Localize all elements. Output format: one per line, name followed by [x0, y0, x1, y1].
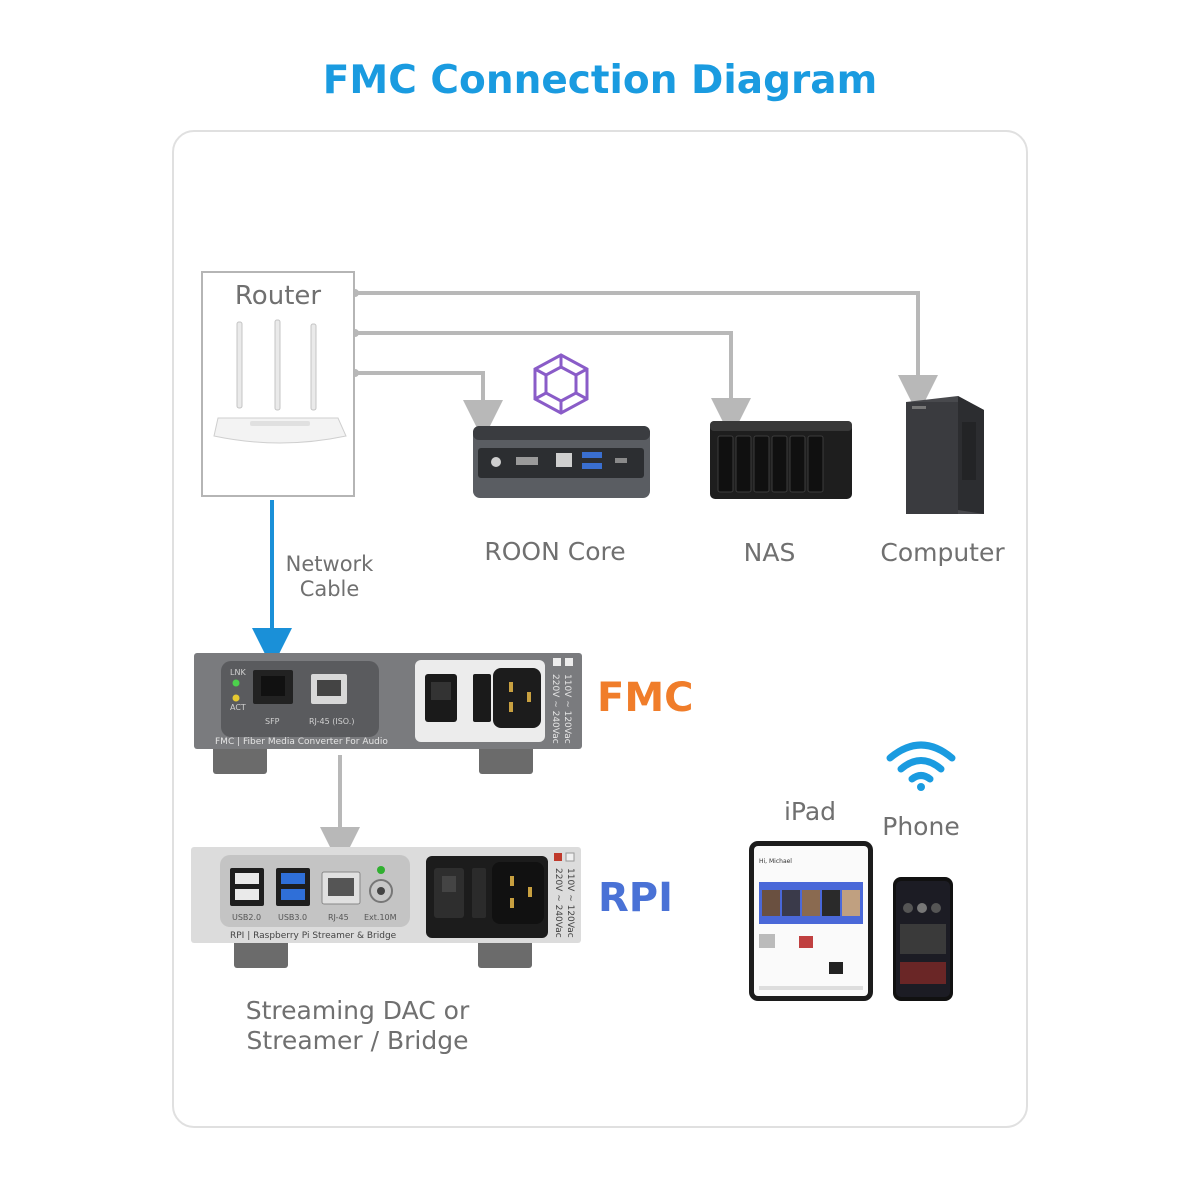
fmc-led-act: ACT [230, 703, 246, 712]
rpi-port-ext: Ext.10M [364, 913, 397, 922]
rpi-port-rj45: RJ-45 [328, 913, 349, 922]
router-to-computer-line [355, 291, 938, 415]
fmc-unit: LNK ACT SFP RJ-45 (ISO.) FMC | Fiber Med… [194, 653, 582, 774]
rpi-unit: USB2.0 USB3.0 RJ-45 Ext.10M RPI | Raspbe… [191, 847, 581, 968]
fmc-port-rj45: RJ-45 (ISO.) [309, 717, 354, 726]
network-cable-line2: Cable [299, 577, 360, 601]
phone-device [893, 877, 953, 1001]
fmc-voltage-2: 220V ~ 240Vac [550, 674, 560, 744]
ipad-device: Hi, Michael [749, 841, 873, 1001]
ipad-label: iPad [783, 797, 837, 826]
fmc-port-sfp: SFP [265, 717, 280, 726]
ipad-heading: Hi, Michael [759, 858, 792, 865]
router-to-nas-line [355, 331, 751, 438]
rpi-voltage-1: 110V ~ 120Vac [565, 868, 575, 938]
nas-label: NAS [743, 538, 796, 567]
fmc-caption: FMC | Fiber Media Converter For Audio [215, 737, 388, 747]
phone-label: Phone [882, 812, 960, 841]
roon-core-label: ROON Core [484, 537, 626, 566]
fmc-voltage-1: 110V ~ 120Vac [562, 674, 572, 744]
rpi-label: RPI [598, 875, 673, 921]
router-label: Router [234, 281, 322, 311]
nas-device [710, 421, 852, 499]
streaming-label: Streaming DAC or Streamer / Bridge [215, 996, 500, 1056]
diagram-title: FMC Connection Diagram [322, 58, 878, 103]
rpi-caption: RPI | Raspberry Pi Streamer & Bridge [230, 931, 397, 941]
streaming-line1: Streaming DAC or [245, 996, 470, 1025]
rpi-port-usb2: USB2.0 [232, 913, 261, 922]
rpi-voltage-2: 220V ~ 240Vac [553, 868, 563, 938]
computer-label: Computer [880, 538, 1005, 567]
computer-tower-icon [906, 396, 984, 514]
router-to-roon-line [355, 371, 503, 440]
fmc-led-lnk: LNK [230, 668, 246, 677]
router-icon [213, 319, 347, 444]
streaming-line2: Streamer / Bridge [246, 1026, 469, 1055]
roon-core-device [473, 426, 650, 498]
wifi-icon [886, 741, 956, 791]
network-cable-label: Network Cable [272, 552, 387, 602]
network-cable-line1: Network [285, 552, 374, 576]
rpi-port-usb3: USB3.0 [278, 913, 307, 922]
fmc-label: FMC [597, 675, 694, 721]
roon-logo-icon [533, 353, 589, 415]
